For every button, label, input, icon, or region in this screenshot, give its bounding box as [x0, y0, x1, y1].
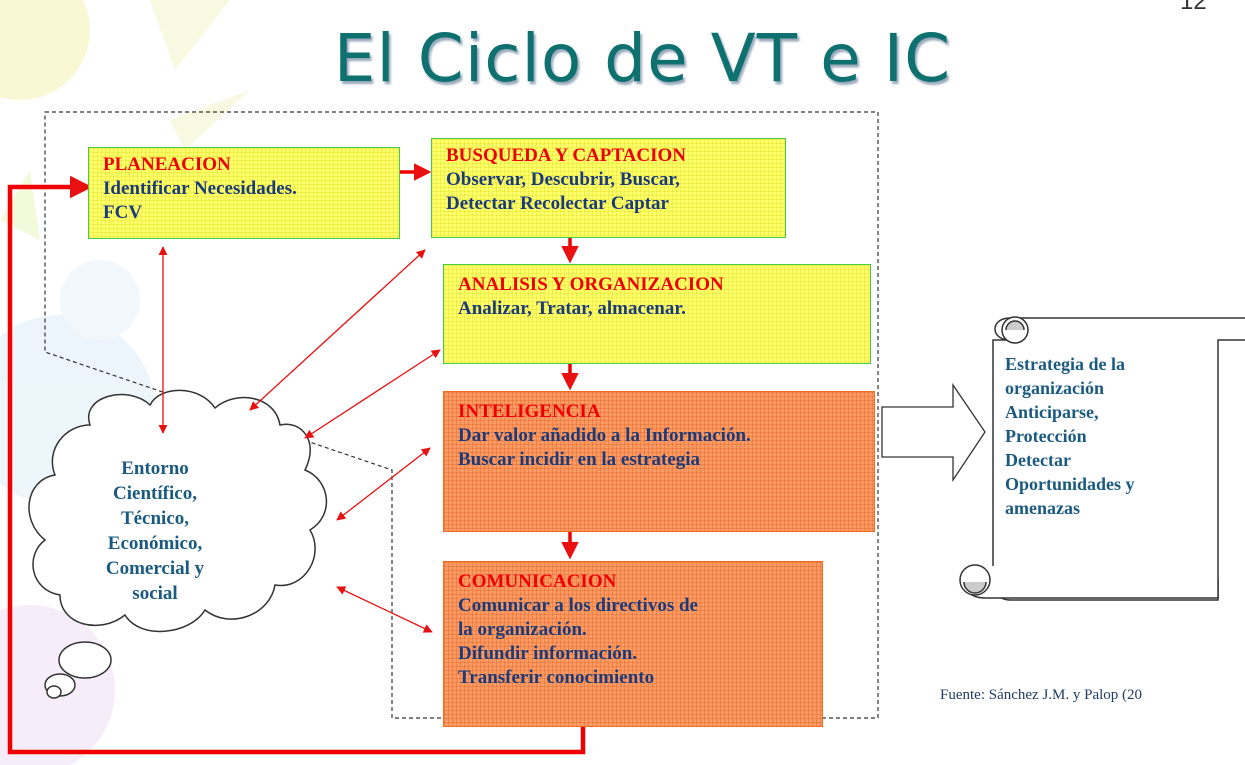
strategy-arrow — [881, 382, 986, 483]
box-inteligencia-title: INTELIGENCIA — [458, 401, 601, 422]
box-comunicacion-line: Comunicar a los directivos de — [458, 595, 698, 616]
box-planeacion: PLANEACION Identificar Necesidades. FCV — [88, 147, 400, 239]
box-comunicacion-line: Transferir conocimiento — [458, 667, 655, 688]
box-comunicacion: COMUNICACION Comunicar a los directivos … — [443, 561, 823, 727]
box-planeacion-line: FCV — [103, 202, 143, 223]
feedback-loop-arrow — [7, 175, 586, 755]
scroll-line: Anticiparse, — [1005, 402, 1099, 422]
strategy-scroll — [959, 316, 1245, 601]
cloud-line: social — [132, 583, 178, 604]
cloud-line: Comercial y — [105, 558, 205, 579]
box-analisis-title: ANALISIS Y ORGANIZACION — [458, 274, 724, 295]
cloud-line: Científico, — [113, 483, 197, 504]
box-busqueda-line: Observar, Descubrir, Buscar, — [446, 169, 680, 190]
box-analisis: ANALISIS Y ORGANIZACION Analizar, Tratar… — [443, 264, 871, 364]
background-decoration — [0, 0, 250, 765]
dashed-frame — [44, 111, 879, 719]
slide-title: El Ciclo de VT e IC — [333, 20, 952, 97]
box-busqueda: BUSQUEDA Y CAPTACION Observar, Descubrir… — [431, 138, 786, 238]
box-planeacion-title: PLANEACION — [103, 154, 231, 175]
scroll-line: Estrategia de la — [1005, 354, 1125, 374]
environment-cloud — [28, 389, 327, 699]
scroll-line: Protección — [1005, 426, 1087, 446]
cloud-line: Económico, — [107, 533, 203, 554]
page-number: 12 — [1180, 0, 1207, 15]
scroll-text: Estrategia de la organización Anticipars… — [1005, 352, 1225, 520]
environment-arrows — [158, 246, 441, 633]
cloud-line: Técnico, — [120, 508, 190, 529]
box-analisis-line: Analizar, Tratar, almacenar. — [458, 298, 686, 319]
source-citation: Fuente: Sánchez J.M. y Palop (20 — [940, 687, 1143, 703]
scroll-line: amenazas — [1005, 498, 1080, 518]
scroll-line: Detectar — [1005, 450, 1071, 470]
box-comunicacion-line: Difundir información. — [458, 643, 638, 664]
scroll-line: organización — [1005, 378, 1104, 398]
box-inteligencia-line: Dar valor añadido a la Información. — [458, 425, 751, 446]
box-inteligencia: INTELIGENCIA Dar valor añadido a la Info… — [443, 391, 875, 532]
box-inteligencia-line: Buscar incidir en la estrategia — [458, 449, 701, 470]
box-comunicacion-title: COMUNICACION — [458, 571, 617, 592]
cloud-text: Entorno Científico, Técnico, Económico, … — [60, 456, 250, 606]
cloud-line: Entorno — [121, 458, 189, 479]
box-comunicacion-line: la organización. — [458, 619, 587, 640]
box-busqueda-line: Detectar Recolectar Captar — [446, 193, 669, 214]
scroll-line: Oportunidades y — [1005, 474, 1135, 494]
box-busqueda-title: BUSQUEDA Y CAPTACION — [446, 145, 686, 166]
box-planeacion-line: Identificar Necesidades. — [103, 178, 297, 199]
